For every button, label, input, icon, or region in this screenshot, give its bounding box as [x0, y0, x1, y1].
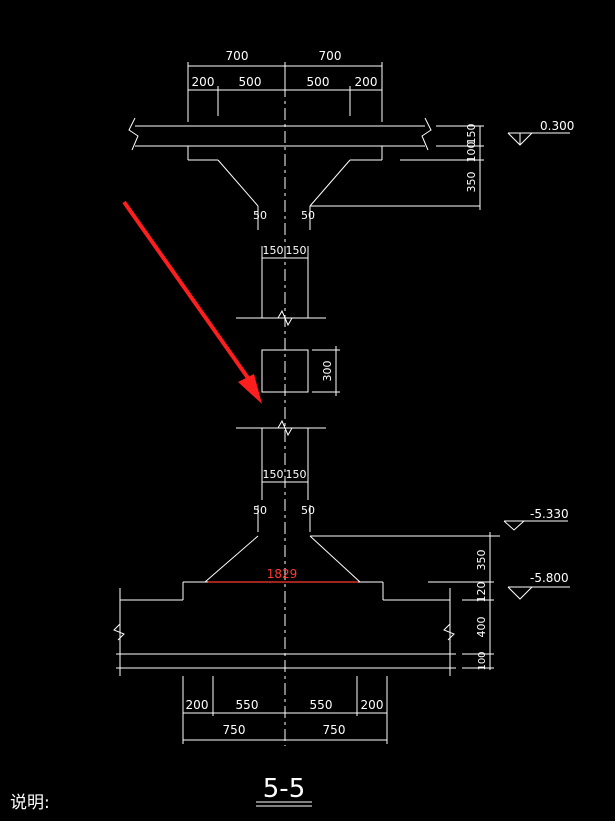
- bottom-dim-right-total: 750: [323, 723, 346, 737]
- base-right-dim-2: 120: [475, 582, 488, 603]
- highlight-measure: 1829: [267, 567, 298, 581]
- top-dim-left-inner: 500: [239, 75, 262, 89]
- column-section-dim: 300: [321, 361, 334, 382]
- column-top-left: 150: [263, 244, 284, 257]
- column-bottom-right: 150: [286, 468, 307, 481]
- note-label: 说明:: [10, 793, 50, 813]
- base-right-dim-1: 350: [475, 550, 488, 571]
- haunch-top-right: 50: [301, 209, 315, 222]
- top-dim-left-outer: 200: [192, 75, 215, 89]
- drawing-lines: [113, 62, 570, 807]
- red-arrow-icon: [122, 200, 262, 404]
- bottom-dim-left-total: 750: [223, 723, 246, 737]
- elevation-bottom: -5.800: [530, 571, 569, 585]
- base-right-dim-3: 400: [475, 617, 488, 638]
- column-bottom-left: 150: [263, 468, 284, 481]
- top-dim-right-outer: 200: [355, 75, 378, 89]
- haunch-bottom-right: 50: [301, 504, 315, 517]
- section-title: 5-5: [263, 774, 305, 804]
- haunch-top-left: 50: [253, 209, 267, 222]
- bottom-dim-left-outer: 200: [186, 698, 209, 712]
- elevation-top: 0.300: [540, 119, 574, 133]
- bottom-dim-right-inner: 550: [310, 698, 333, 712]
- haunch-bottom-left: 50: [253, 504, 267, 517]
- top-right-dim-1: 150: [465, 124, 478, 145]
- top-dim-right-inner: 500: [307, 75, 330, 89]
- bottom-dim-left-inner: 550: [236, 698, 259, 712]
- elevation-mid: -5.330: [530, 507, 569, 521]
- top-dim-right-total: 700: [319, 49, 342, 63]
- top-right-dim-3: 350: [465, 172, 478, 193]
- base-right-dim-4: 100: [477, 651, 488, 670]
- bottom-dim-right-outer: 200: [361, 698, 384, 712]
- top-dim-left-total: 700: [226, 49, 249, 63]
- column-top-right: 150: [286, 244, 307, 257]
- top-right-dim-2: 100: [465, 142, 478, 163]
